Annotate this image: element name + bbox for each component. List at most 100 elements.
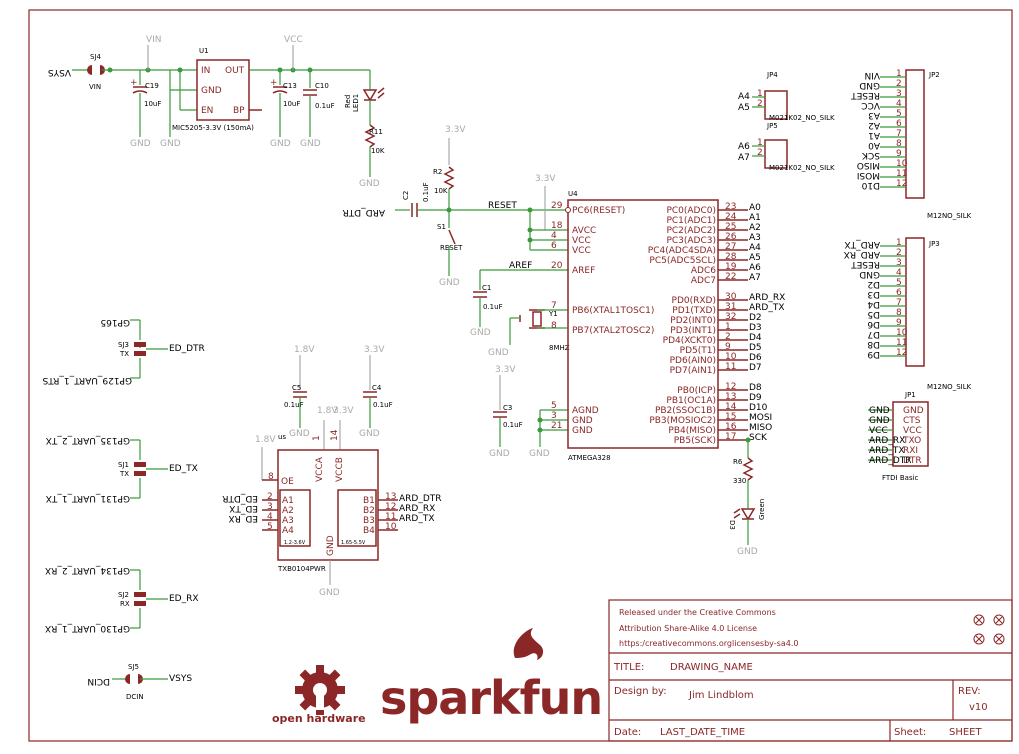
header-pin-num: 11 bbox=[896, 169, 907, 179]
title-value: DRAWING_NAME bbox=[670, 662, 753, 673]
jp1-pins: GNDGNDCTSGNDVCCVCCTXOARD_RXRXIARD_TXDTRA… bbox=[868, 406, 924, 466]
u4-pin-num: 14 bbox=[725, 402, 737, 412]
svg-text:C1: C1 bbox=[482, 284, 491, 292]
svg-text:C2: C2 bbox=[402, 191, 410, 200]
u4-pin-num: 27 bbox=[725, 242, 736, 252]
u4-pin-num: 26 bbox=[725, 232, 737, 242]
ic-txb0104: TXB0104PWR OE 8 VCCA VCCB 1 14 GND 1.2-3… bbox=[222, 429, 441, 573]
header-pin-num: 5 bbox=[896, 109, 902, 119]
svg-text:+: + bbox=[270, 78, 278, 88]
crystal-y1: Y1 8MHZ bbox=[529, 309, 570, 352]
u4-pin-name: ADC7 bbox=[691, 276, 716, 286]
svg-text:3.3V: 3.3V bbox=[333, 406, 354, 416]
header-pin-num: 5 bbox=[896, 278, 902, 288]
u4-net-label: A3 bbox=[749, 233, 761, 243]
header-pin-num: 12 bbox=[896, 179, 907, 189]
shifter-net-label: ED_DTR bbox=[222, 493, 258, 503]
header-net-label: GND bbox=[859, 269, 880, 279]
u4-pin-name: GND bbox=[572, 416, 593, 426]
svg-text:0.1uF: 0.1uF bbox=[483, 303, 503, 311]
u4-pin-name: PD6(AIN0) bbox=[670, 356, 716, 366]
vcc-supply-label: VCC bbox=[284, 35, 303, 45]
capacitor-c10: C10 0.1uF bbox=[303, 82, 335, 110]
rev-label: REV: bbox=[958, 686, 981, 697]
svg-text:S1: S1 bbox=[437, 223, 446, 231]
u4-pin-num: 31 bbox=[725, 302, 736, 312]
header-net-label: D6 bbox=[867, 319, 880, 329]
rev-value: v10 bbox=[969, 702, 988, 713]
shifter-pin-num: 11 bbox=[385, 512, 396, 522]
u4-net-label: MOSI bbox=[749, 413, 772, 423]
capacitor-c13: + C13 10uF bbox=[270, 78, 300, 108]
header-net-label: VIN bbox=[864, 70, 880, 80]
svg-text:M12NO_SILK: M12NO_SILK bbox=[927, 383, 972, 391]
svg-text:0.1uF: 0.1uF bbox=[284, 401, 304, 409]
svg-text:SJ2: SJ2 bbox=[118, 591, 129, 599]
header-pin-num: 4 bbox=[896, 99, 902, 109]
svg-text:M021K02_NO_SILK: M021K02_NO_SILK bbox=[769, 164, 835, 172]
u4-net-label: A5 bbox=[749, 253, 761, 263]
svg-text:14: 14 bbox=[330, 429, 340, 441]
jumpers-jp4-jp5: JP4 M021K02_NO_SILK A4 A5 1 2 JP5 M021K0… bbox=[738, 71, 835, 172]
u4-pin-num: 24 bbox=[725, 212, 737, 222]
header-pin-num: 2 bbox=[896, 248, 902, 258]
svg-text:RX: RX bbox=[120, 600, 130, 608]
u4-net-label: MISO bbox=[749, 423, 772, 433]
u4-pin-num: 2 bbox=[725, 332, 731, 342]
jumper-sj3: SJ3 TX bbox=[118, 341, 146, 358]
u4-net-label: D5 bbox=[749, 343, 762, 353]
svg-text:GP135_UART_2_TX: GP135_UART_2_TX bbox=[46, 435, 130, 445]
u4-net-label: D2 bbox=[749, 313, 762, 323]
svg-text:2: 2 bbox=[757, 148, 763, 158]
svg-text:GND: GND bbox=[488, 348, 509, 358]
header-pin-num: 6 bbox=[896, 119, 902, 129]
svg-text:GND: GND bbox=[270, 139, 291, 149]
reset-net-label: RESET bbox=[488, 201, 517, 211]
svg-text:A7: A7 bbox=[738, 153, 750, 163]
capacitor-c2: C2 0.1uF bbox=[402, 182, 430, 217]
svg-text:GND: GND bbox=[319, 588, 340, 598]
sparkfun-logo: sparkfun bbox=[380, 628, 603, 725]
ftdi-net-label: GND bbox=[869, 416, 890, 426]
jumper-sj4: SJ4 VIN bbox=[87, 53, 105, 91]
shifter-pin-num: 2 bbox=[267, 492, 273, 502]
ftdi-net-label: VCC bbox=[869, 426, 888, 436]
svg-text:LED1: LED1 bbox=[352, 94, 360, 112]
header-pin-num: 12 bbox=[896, 348, 907, 358]
u1-ref: U1 bbox=[199, 47, 209, 55]
license-line-3: https:/creativecommons.orglicensesby-sa4… bbox=[619, 639, 798, 648]
u4-pin-num: 9 bbox=[725, 342, 731, 352]
svg-text:GP165: GP165 bbox=[100, 317, 130, 327]
header-net-label: SCK bbox=[861, 150, 880, 160]
u4-pin-num: 18 bbox=[551, 221, 563, 231]
shifter-pin-num: 4 bbox=[267, 512, 273, 522]
ftdi-pin-name: TXO bbox=[902, 436, 921, 446]
shifter-pin-name: A1 bbox=[282, 496, 294, 506]
header-net-label: D7 bbox=[867, 329, 880, 339]
header-pin-num: 10 bbox=[896, 328, 908, 338]
svg-text:sparkfun: sparkfun bbox=[380, 671, 602, 725]
u4-net-label: A6 bbox=[749, 263, 761, 273]
svg-text:GND: GND bbox=[289, 429, 310, 439]
svg-text:1.2-3.6V: 1.2-3.6V bbox=[284, 540, 306, 546]
led-d3: D3 Green bbox=[728, 499, 766, 530]
header-jp3: JP3 M12NO_SILK 1ARD_TX2ARD_RX3RESET4GND5… bbox=[844, 237, 972, 391]
u4-pin-name: PC5(ADC5SCL) bbox=[649, 256, 716, 266]
c19-ref: C19 bbox=[145, 82, 159, 90]
u4-pin-name: PB3(MOSIOC2) bbox=[649, 416, 716, 426]
header-net-label: RESET bbox=[851, 259, 880, 269]
u4-net-label: A2 bbox=[749, 223, 761, 233]
svg-text:330: 330 bbox=[733, 477, 746, 485]
header-net-label: ARD_TX bbox=[844, 239, 880, 249]
u4-net-label: ARD_TX bbox=[749, 303, 785, 313]
sj4-label: VIN bbox=[89, 83, 101, 91]
header-net-label: D2 bbox=[867, 279, 880, 289]
svg-text:GND: GND bbox=[300, 139, 321, 149]
header-jp4: JP4 M021K02_NO_SILK A4 A5 1 2 bbox=[738, 71, 835, 122]
shifter-pin-name: A2 bbox=[282, 506, 294, 516]
resistor-r2: R2 10K bbox=[433, 166, 455, 195]
header-jp5: JP5 M021K02_NO_SILK A6 A7 1 2 bbox=[738, 122, 835, 172]
